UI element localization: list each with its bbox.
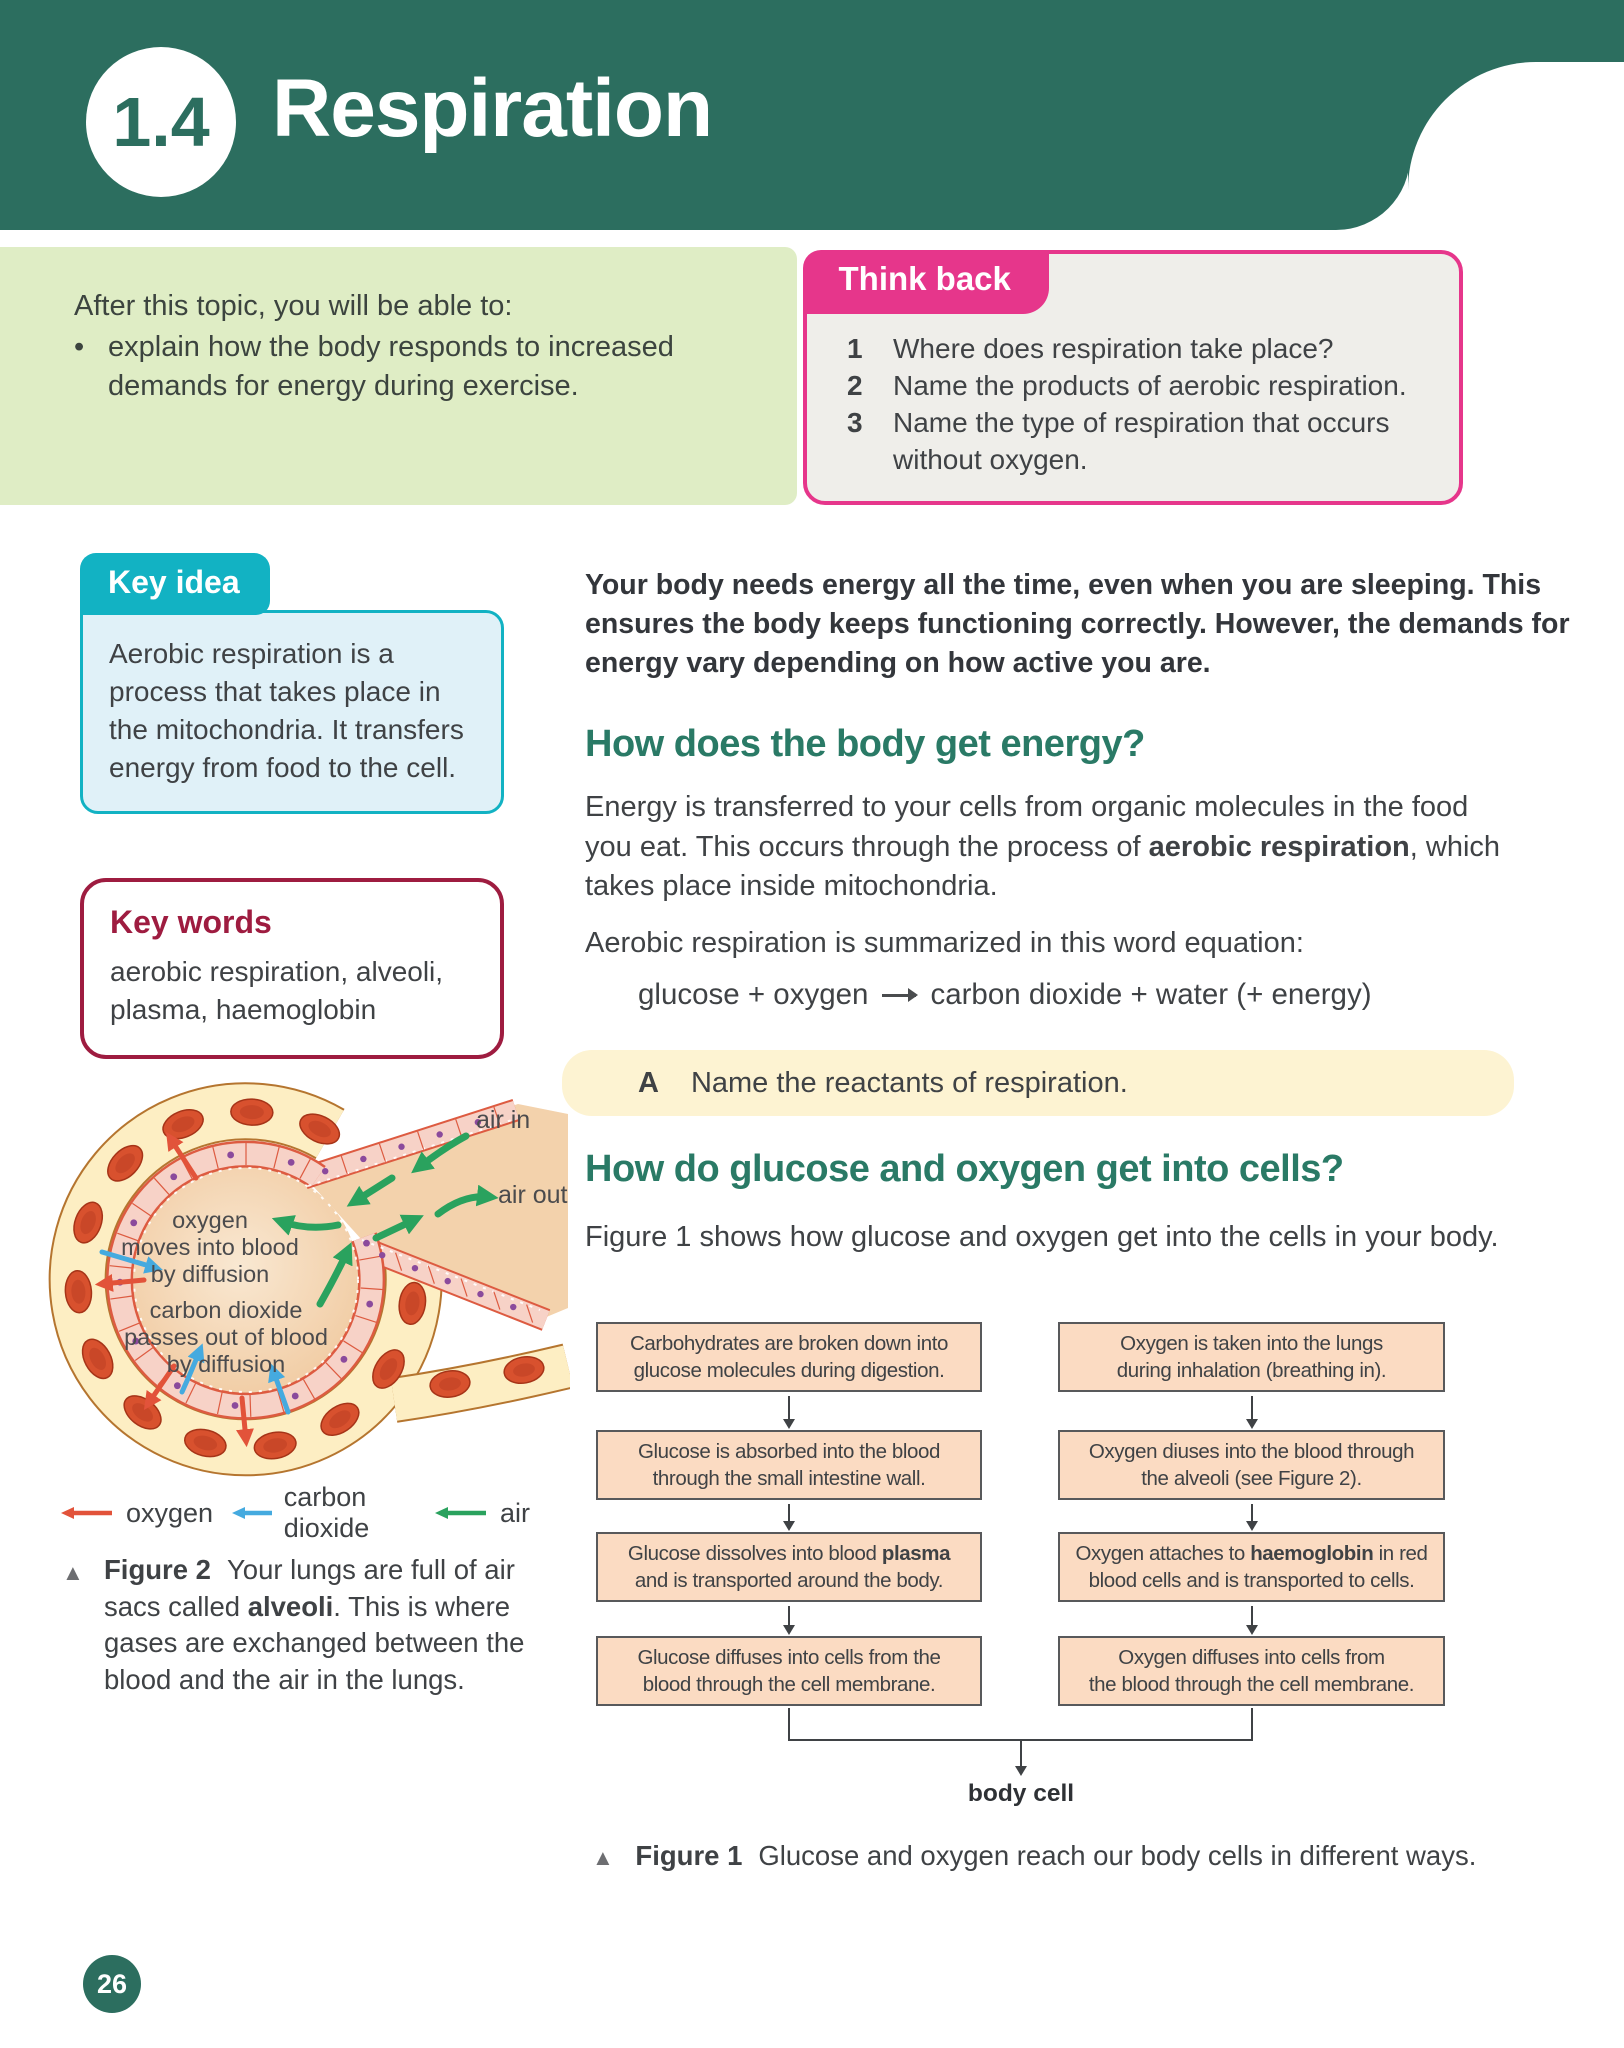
legend-label: oxygen [126,1497,214,1528]
key-idea-text: Aerobic respiration is a process that ta… [80,610,504,814]
svg-text:by diffusion: by diffusion [151,1261,269,1287]
think-back-questions: 1 Where does respiration take place? 2 N… [847,330,1433,478]
air-in-label: air in [476,1106,530,1134]
down-arrow-icon [1014,1741,1027,1776]
air-out-label: air out [498,1181,568,1209]
key-words-box: Key words aerobic respiration, alveoli, … [80,878,504,1059]
question-item: 2 Name the products of aerobic respirati… [847,367,1433,404]
oxygen-arrow-icon [61,1507,112,1519]
co2-arrow-icon [232,1507,272,1519]
figure2-label: Figure 2 [104,1554,211,1585]
flow-box-oxygen-4: Oxygen diffuses into cells from the bloo… [1058,1636,1445,1706]
energy-paragraph: Energy is transferred to your cells from… [585,791,1501,902]
equation-products: carbon dioxide + water (+ energy) [930,978,1372,1011]
key-words-list: aerobic respiration, alveoli, plasma, ha… [110,956,444,1025]
flow-box-oxygen-2: Oxygen diuses into the blood through the… [1058,1430,1445,1500]
section-heading-cells: How do glucose and oxygen get into cells… [585,1148,1344,1190]
equation-reactants: glucose + oxygen [638,978,869,1011]
down-arrow-icon [1245,1606,1258,1635]
objective-item: • explain how the body responds to incre… [74,328,737,406]
key-words-title: Key words [110,904,272,940]
legend-item-oxygen: oxygen [60,1498,213,1529]
co2-arrow-icon [99,1249,163,1274]
down-arrow-icon [782,1606,795,1635]
intro-paragraph: Your body needs energy all the time, eve… [585,569,1570,679]
svg-text:passes out of blood: passes out of blood [124,1324,328,1350]
air-out-arrow-icon [434,1184,499,1218]
down-arrow-icon [1245,1504,1258,1531]
legend-item-co2: carbon dioxide [231,1482,416,1544]
flow-box-oxygen-1: Oxygen is taken into the lungs during in… [1058,1322,1445,1392]
key-idea-box: Key idea Aerobic respiration is a proces… [80,553,504,814]
page-number-badge: 26 [83,1955,141,2013]
figure1-label: Figure 1 [635,1840,743,1871]
topic-number-badge: 1.4 [86,47,236,197]
diagram-decorations [64,1098,545,1460]
connector-line [1251,1708,1253,1741]
question-number: 3 [847,407,863,438]
legend-label: air [499,1497,530,1528]
section-heading-energy: How does the body get energy? [585,723,1145,765]
down-arrow-icon [782,1396,795,1429]
topic-number: 1.4 [112,83,210,161]
alveolus-diagram: air in air out oxygen moves into blood b… [48,1082,570,1477]
question-text: Where does respiration take place? [893,333,1334,364]
page-number: 26 [96,1968,128,1999]
triangle-marker-icon: ▲ [592,1845,614,1870]
figure1-intro-paragraph: Figure 1 shows how glucose and oxygen ge… [585,1221,1499,1253]
learning-objectives-box: After this topic, you will be able to: •… [0,247,797,505]
question-a-box: A Name the reactants of respiration. [562,1050,1514,1116]
page-title: Respiration [272,63,713,154]
legend-item-air: air [434,1498,530,1529]
svg-text:by diffusion: by diffusion [167,1351,285,1377]
down-arrow-icon [1245,1396,1258,1429]
svg-text:carbon dioxide: carbon dioxide [150,1297,303,1323]
question-a-text: Name the reactants of respiration. [690,1066,1128,1099]
right-arrow-icon [882,987,919,1002]
svg-text:moves into blood: moves into blood [121,1234,299,1260]
think-back-tab: Think back [802,249,1049,314]
air-arrow-icon [434,1507,486,1519]
figure2-legend: oxygen carbon dioxide air [60,1482,530,1544]
flow-box-glucose-3: Glucose dissolves into blood plasma and … [596,1532,982,1602]
triangle-marker-icon: ▲ [62,1560,84,1585]
word-equation: glucose + oxygen carbon dioxide + water … [638,978,1372,1012]
objective-text: explain how the body responds to increas… [108,331,674,402]
question-a-label: A [638,1066,659,1099]
question-item: 3 Name the type of respiration that occu… [847,404,1433,478]
bullet-icon: • [74,331,85,363]
question-text: Name the type of respiration that occurs… [893,407,1390,475]
question-text: Name the products of aerobic respiration… [893,370,1407,401]
air-in-arrow-icon [411,1132,470,1174]
key-idea-tab: Key idea [80,553,270,615]
question-item: 1 Where does respiration take place? [847,330,1433,367]
flow-box-glucose-4: Glucose diffuses into cells from the blo… [596,1636,982,1706]
connector-line [788,1739,1253,1741]
svg-text:oxygen: oxygen [172,1207,248,1233]
equation-intro: Aerobic respiration is summarized in thi… [585,927,1304,959]
question-number: 1 [847,333,863,364]
down-arrow-icon [782,1504,795,1531]
legend-label: carbon dioxide [283,1482,370,1543]
question-number: 2 [847,370,863,401]
flow-box-glucose-2: Glucose is absorbed into the blood throu… [596,1430,982,1500]
connector-line [788,1708,790,1741]
body-cell-label: body cell [967,1780,1075,1807]
flow-box-glucose-1: Carbohydrates are broken down into gluco… [596,1322,982,1392]
oxygen-arrow-icon [166,1131,199,1181]
flow-box-oxygen-3: Oxygen attaches to haemoglobin in red bl… [1058,1532,1445,1602]
think-back-box: Think back 1 Where does respiration take… [802,249,1463,505]
objectives-intro: After this topic, you will be able to: [74,290,513,322]
